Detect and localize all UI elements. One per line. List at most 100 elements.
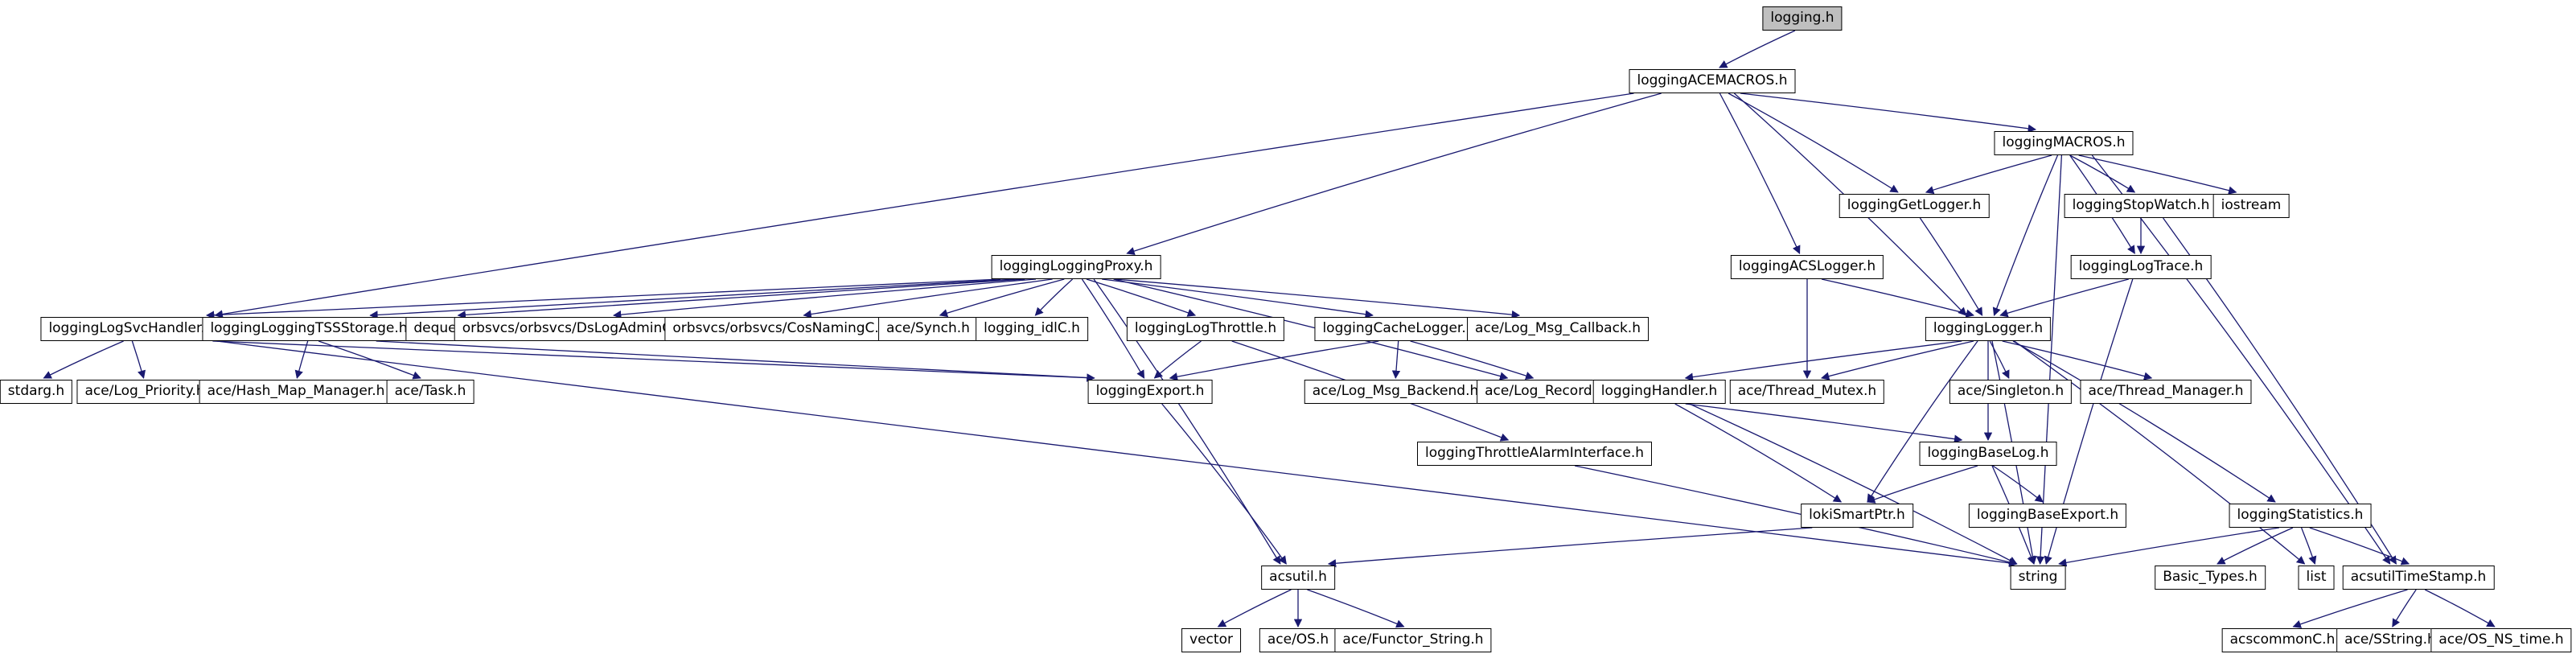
node-proxy[interactable]: loggingLoggingProxy.h: [991, 255, 1161, 279]
edge-logsvchandler-to-string: [216, 340, 2018, 567]
node-cosnaming[interactable]: orbsvcs/orbsvcs/CosNamingC.h: [664, 317, 896, 341]
edge-macros-to-getlogger: [1925, 154, 2052, 195]
node-loggingidlc[interactable]: logging_idlC.h: [976, 317, 1088, 341]
edge-cachelogger-to-export: [1169, 340, 1379, 381]
node-logrecord[interactable]: ace/Log_Record.h: [1477, 380, 1613, 404]
node-logtrace[interactable]: loggingLogTrace.h: [2070, 255, 2212, 279]
edge-statistics-to-string: [2058, 527, 2279, 567]
node-threadmanager[interactable]: ace/Thread_Manager.h: [2080, 380, 2252, 404]
edge-proxy-to-logthrottle: [1086, 278, 1197, 317]
edge-handler-to-string: [1689, 403, 2018, 565]
edge-acemacros-to-acslogger: [1719, 93, 1801, 254]
node-stopwatch[interactable]: loggingStopWatch.h: [2064, 194, 2218, 218]
edge-timestamp-to-sstring: [2392, 589, 2417, 627]
edge-baselog-to-baseexport: [1992, 465, 2044, 503]
node-timestamp[interactable]: acsutilTimeStamp.h: [2342, 566, 2495, 590]
node-acsutil[interactable]: acsutil.h: [1261, 566, 1335, 590]
edge-proxy-to-loggingidlc: [1034, 278, 1074, 316]
node-dslogadmin[interactable]: orbsvcs/orbsvcs/DsLogAdminC.h: [454, 317, 693, 341]
node-task[interactable]: ace/Task.h: [386, 380, 475, 404]
edge-statistics-to-list: [2300, 527, 2317, 565]
edge-acemacros-to-macros: [1740, 93, 2037, 133]
edge-acsutil-to-vector: [1217, 589, 1292, 627]
edge-proxy-to-synch: [939, 278, 1065, 318]
node-osnstime[interactable]: ace/OS_NS_time.h: [2430, 628, 2572, 652]
edge-acemacros-to-getlogger: [1728, 93, 1899, 193]
edge-logger-to-threadmanager: [2002, 340, 2153, 380]
node-iostream[interactable]: iostream: [2212, 194, 2290, 218]
edge-logsvchandler-to-logpriority: [131, 340, 146, 379]
edge-handler-to-lokismartptr: [1674, 403, 1843, 503]
edge-logger-to-lokismartptr: [1867, 340, 1978, 503]
node-list[interactable]: list: [2298, 566, 2335, 590]
node-stdarg[interactable]: stdarg.h: [0, 380, 73, 404]
edge-acemacros-to-proxy: [1126, 93, 1662, 256]
node-logger[interactable]: loggingLogger.h: [1925, 317, 2052, 341]
node-logmsgcallback[interactable]: ace/Log_Msg_Callback.h: [1467, 317, 1649, 341]
edge-macros-to-stopwatch: [2069, 154, 2136, 193]
edge-logger-to-singleton: [1989, 340, 2010, 379]
node-handler[interactable]: loggingHandler.h: [1592, 380, 1726, 404]
edge-proxy-to-tssstorage: [369, 278, 1015, 319]
edge-throttlealarm-to-string: [1574, 465, 2018, 566]
node-throttlealarm[interactable]: loggingThrottleAlarmInterface.h: [1417, 442, 1652, 466]
node-baselog[interactable]: loggingBaseLog.h: [1919, 442, 2057, 466]
edge-acemacros-to-logsvchandler: [214, 93, 1634, 319]
edge-cachelogger-to-logrecord: [1410, 340, 1535, 380]
node-cachelogger[interactable]: loggingCacheLogger.h: [1314, 317, 1483, 341]
edge-tssstorage-to-task: [318, 340, 421, 380]
edge-proxy-to-dslogadmin: [612, 278, 1037, 319]
node-string[interactable]: string: [2010, 566, 2066, 590]
edge-logging-to-acemacros: [1719, 30, 1796, 68]
edge-handler-to-baselog: [1685, 403, 1963, 443]
edge-statistics-to-basictypes: [2217, 527, 2294, 565]
edge-macros-to-logger: [1992, 154, 2059, 316]
edge-logsvchandler-to-export: [212, 340, 1095, 382]
edge-getlogger-to-logger: [1919, 217, 1983, 316]
node-singleton[interactable]: ace/Singleton.h: [1949, 380, 2073, 404]
node-logpriority[interactable]: ace/Log_Priority.h: [76, 380, 213, 404]
node-acslogger[interactable]: loggingACSLogger.h: [1730, 255, 1884, 279]
node-hashmap[interactable]: ace/Hash_Map_Manager.h: [199, 380, 393, 404]
edge-proxy-to-cachelogger: [1102, 278, 1374, 319]
edge-baselog-to-lokismartptr: [1867, 465, 1978, 504]
node-synch[interactable]: ace/Synch.h: [878, 317, 978, 341]
node-tssstorage[interactable]: loggingLoggingTSSStorage.h: [202, 317, 416, 341]
edge-tssstorage-to-hashmap: [294, 340, 309, 380]
edge-cachelogger-to-logmsgbackend: [1391, 340, 1401, 380]
edge-macros-to-iostream: [2078, 154, 2237, 195]
edge-logger-to-threadmutex: [1820, 340, 1974, 380]
node-export[interactable]: loggingExport.h: [1087, 380, 1213, 404]
edge-proxy-to-cosnaming: [803, 278, 1053, 319]
node-statistics[interactable]: loggingStatistics.h: [2229, 504, 2372, 528]
node-macros[interactable]: loggingMACROS.h: [1994, 131, 2134, 155]
edge-macros-to-string: [2036, 154, 2063, 566]
node-threadmutex[interactable]: ace/Thread_Mutex.h: [1729, 380, 1885, 404]
node-basictypes[interactable]: Basic_Types.h: [2155, 566, 2266, 590]
node-acemacros[interactable]: loggingACEMACROS.h: [1629, 69, 1796, 93]
edge-export-to-acsutil: [1161, 403, 1287, 565]
node-logmsgbackend[interactable]: ace/Log_Msg_Backend.h: [1304, 380, 1487, 404]
node-vector[interactable]: vector: [1181, 628, 1241, 652]
edge-statistics-to-timestamp: [2309, 527, 2410, 566]
node-lokismartptr[interactable]: lokiSmartPtr.h: [1801, 504, 1913, 528]
edge-lokismartptr-to-acsutil: [1327, 527, 1813, 568]
edge-acsutil-to-functorstring: [1307, 589, 1405, 628]
edge-proxy-to-acsutil: [1093, 278, 1281, 565]
node-baseexport[interactable]: loggingBaseExport.h: [1968, 504, 2127, 528]
node-logsvchandler[interactable]: loggingLogSvcHandler.h: [40, 317, 222, 341]
edge-tssstorage-to-export: [376, 340, 1095, 382]
edge-proxy-to-deque: [457, 278, 1025, 319]
edge-logger-to-handler: [1684, 340, 1962, 381]
node-acscommon[interactable]: acscommonC.h: [2221, 628, 2344, 652]
node-logthrottle[interactable]: loggingLogThrottle.h: [1126, 317, 1285, 341]
edge-logtrace-to-logger: [1999, 278, 2129, 318]
node-logging: logging.h: [1762, 6, 1843, 31]
node-aceos[interactable]: ace/OS.h: [1259, 628, 1337, 652]
node-getlogger[interactable]: loggingGetLogger.h: [1839, 194, 1990, 218]
node-sstring[interactable]: ace/SString.h: [2336, 628, 2444, 652]
node-functorstring[interactable]: ace/Functor_String.h: [1334, 628, 1492, 652]
edge-logger-to-statistics: [2012, 340, 2276, 503]
edge-timestamp-to-acscommon: [2292, 589, 2408, 628]
